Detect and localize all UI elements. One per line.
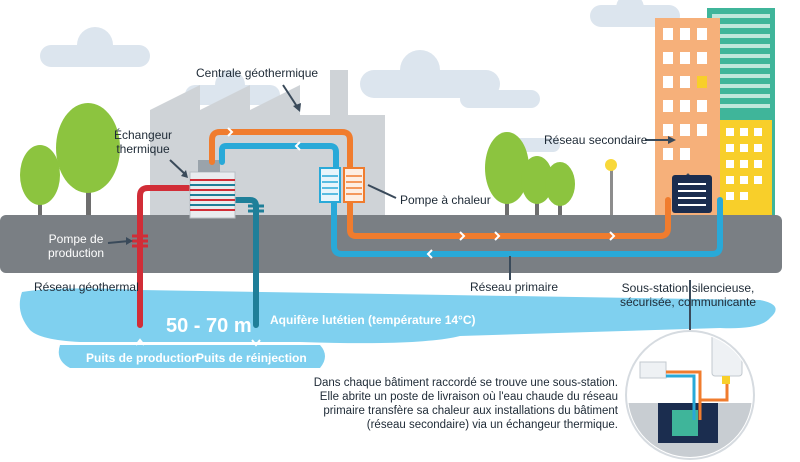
label-aquifere: Aquifère lutétien (température 14°C)	[270, 313, 476, 327]
primary-network	[209, 129, 723, 257]
cloud	[77, 27, 113, 63]
label-pompe-production-line2: production	[48, 246, 105, 260]
label-reseau-geothermal: Réseau géothermal	[34, 280, 139, 294]
flow-arrows	[227, 127, 616, 259]
production-pump	[132, 234, 148, 248]
note-line2: Elle abrite un poste de livraison où l'e…	[319, 391, 618, 403]
production-well-pipe	[137, 185, 195, 328]
street-lamp	[605, 159, 617, 218]
cold-loop-top	[219, 143, 339, 175]
label-puits-production: Puits de production	[86, 351, 199, 365]
label-centrale: Centrale géothermique	[196, 66, 319, 80]
note-line1: Dans chaque bâtiment raccordé se trouve …	[313, 377, 618, 389]
label-sous-station-line1: Sous-station silencieuse,	[621, 281, 755, 295]
aquifer	[19, 288, 776, 344]
note-line4: (réseau secondaire) via un échangeur the…	[366, 419, 618, 431]
label-pompe-production-line1: Pompe de	[48, 232, 104, 246]
ground-band	[0, 215, 782, 273]
cloud	[460, 90, 540, 108]
trees-right	[485, 132, 575, 220]
substation-detail-circle	[625, 330, 755, 460]
label-puits-reinjection: Puits de réinjection	[196, 351, 307, 365]
well-arrows	[135, 338, 261, 347]
heat-pump	[319, 167, 365, 203]
hot-loop-top	[209, 129, 353, 175]
hot-primary-line	[347, 197, 671, 239]
label-pompe-chaleur: Pompe à chaleur	[400, 193, 491, 207]
trees-left	[20, 103, 120, 220]
label-echangeur-thermique: Échangeur thermique	[114, 128, 172, 156]
label-sous-station-line2: sécurisée, communicante	[620, 295, 757, 309]
clouds	[40, 0, 680, 152]
cloud	[616, 0, 644, 22]
cloud	[400, 50, 440, 90]
label-echangeur-line2: thermique	[116, 142, 170, 156]
label-echangeur-line1: Échangeur	[114, 128, 173, 142]
cold-primary-line	[331, 197, 723, 257]
substation-box	[672, 175, 712, 213]
label-reseau-primaire: Réseau primaire	[470, 280, 559, 294]
note-line3: primaire transfère sa chaleur aux instal…	[323, 405, 618, 417]
label-reseau-secondaire: Réseau secondaire	[544, 133, 648, 147]
label-pompe-production: Pompe de production	[48, 232, 104, 260]
aquifer-lower	[58, 345, 325, 368]
label-sous-station: Sous-station silencieuse, sécurisée, com…	[620, 281, 756, 309]
heat-exchanger	[189, 160, 236, 219]
label-depth: 50 - 70 m	[166, 315, 252, 337]
substation-note: Dans chaque bâtiment raccordé se trouve …	[300, 376, 618, 432]
reinjection-marker	[248, 204, 264, 213]
